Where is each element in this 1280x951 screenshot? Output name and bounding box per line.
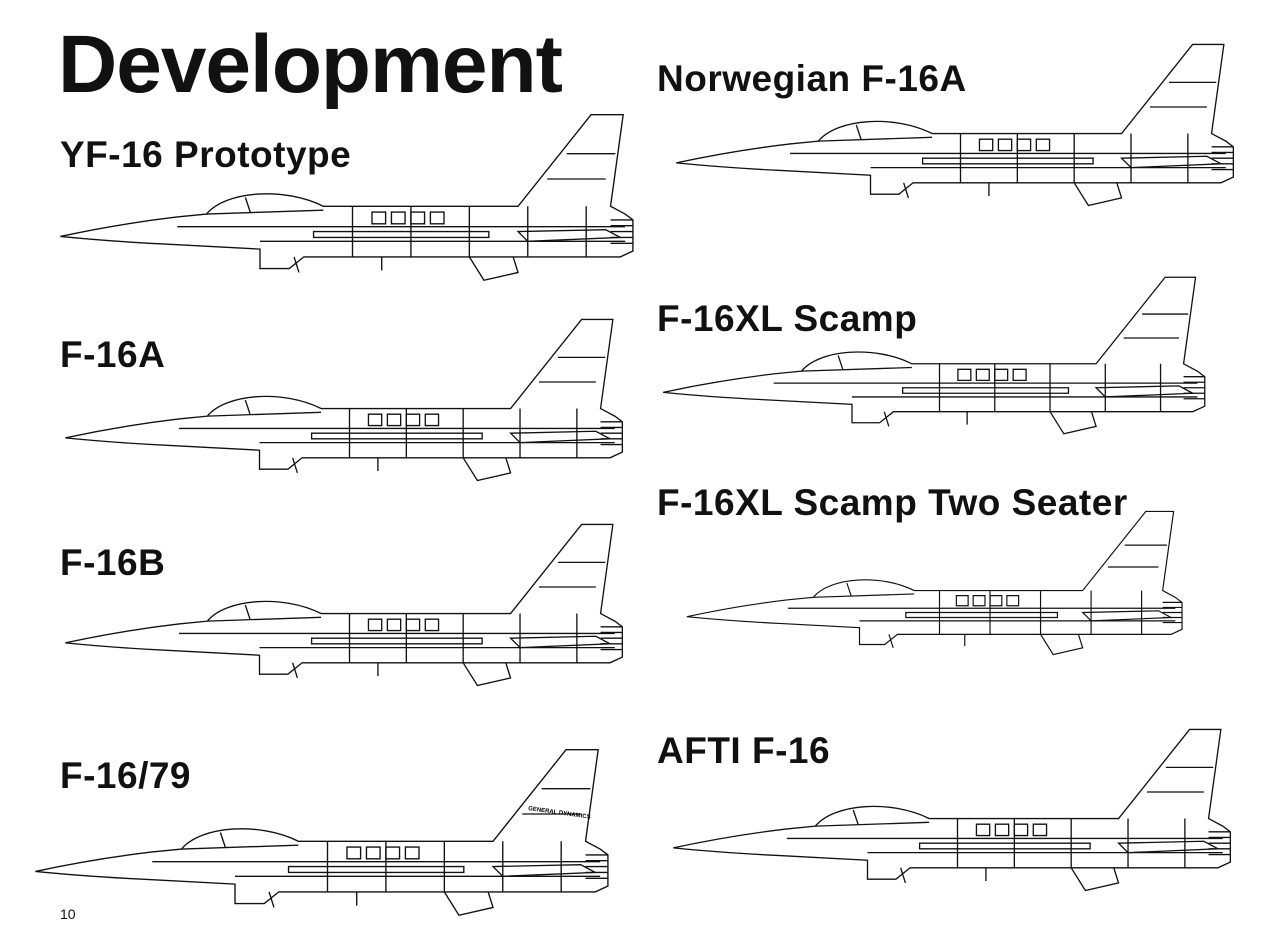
- f16xl-two-seater-drawing: [642, 503, 1237, 663]
- aircraft-label-yf16: YF-16 Prototype: [60, 134, 352, 175]
- norwegian-f16a-drawing: [668, 35, 1253, 215]
- aircraft-label-afti-f16: AFTI F-16: [657, 730, 831, 771]
- f16xl-drawing: [642, 268, 1237, 443]
- aircraft-label-f16b: F-16B: [60, 542, 166, 583]
- yf16-drawing: [60, 105, 645, 290]
- aircraft-label-f16xl-two-seater: F-16XL Scamp Two Seater: [657, 482, 1128, 523]
- aircraft-label-f16xl: F-16XL Scamp: [657, 298, 918, 339]
- f16b-drawing: [57, 515, 642, 695]
- afti-f16-drawing: [660, 720, 1255, 900]
- f16-79-drawing: GENERAL DYNAMICS: [35, 740, 620, 925]
- aircraft-label-norwegian-f16a: Norwegian F-16A: [657, 58, 967, 99]
- aircraft-label-f16a: F-16A: [60, 334, 166, 375]
- page-title: Development: [58, 19, 563, 110]
- page-number: 10: [60, 906, 76, 922]
- aircraft-label-f16-79: F-16/79: [60, 755, 192, 796]
- f16a-drawing: [57, 310, 642, 490]
